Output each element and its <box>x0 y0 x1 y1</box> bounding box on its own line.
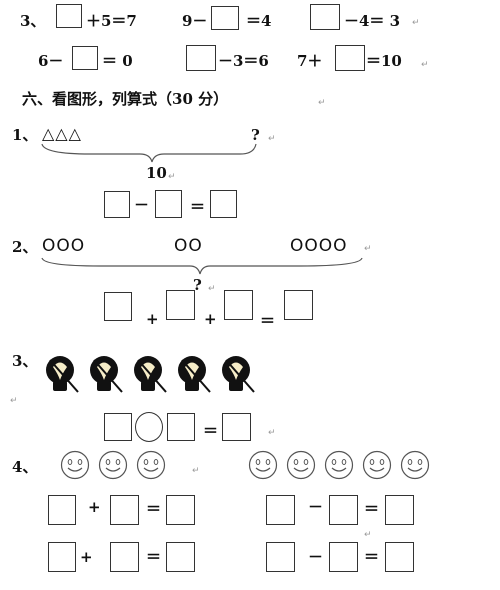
plus-sign: + <box>80 548 93 566</box>
answer-box[interactable] <box>335 45 365 71</box>
answer-box[interactable] <box>211 6 239 30</box>
answer-box[interactable] <box>222 413 251 441</box>
equation-text: 9－ <box>182 12 208 30</box>
total-label: 10 <box>146 164 167 182</box>
paragraph-mark-icon: ↵ <box>364 244 372 254</box>
smiley-icon <box>362 450 392 480</box>
answer-box[interactable] <box>329 542 358 572</box>
paragraph-mark-icon: ↵ <box>318 98 326 108</box>
equation-text: －3＝6 <box>218 52 269 70</box>
smiley-icon <box>98 450 128 480</box>
plus-sign: + <box>146 310 159 328</box>
smiley-icon <box>400 450 430 480</box>
answer-box[interactable] <box>48 542 76 572</box>
equals-sign: ＝ <box>146 500 162 518</box>
paragraph-mark-icon: ↵ <box>364 530 372 540</box>
bulb-icon <box>134 356 167 393</box>
equals-sign: ＝ <box>190 198 206 216</box>
equals-sign: ＝ <box>364 548 380 566</box>
answer-box[interactable] <box>48 495 76 525</box>
answer-box[interactable] <box>155 190 182 218</box>
equals-sign: ＝ <box>203 422 219 440</box>
total-brace <box>41 257 363 275</box>
circle-group-1: OOO <box>42 236 86 256</box>
circle-group-3: OOOO <box>290 236 348 256</box>
operator-circle[interactable] <box>135 412 163 442</box>
equation-text: 7＋ <box>297 52 323 70</box>
minus-sign: － <box>308 548 324 566</box>
smiley-icon <box>60 450 90 480</box>
equals-sign: ＝ <box>146 548 162 566</box>
answer-box[interactable] <box>56 4 82 28</box>
equation-text: 6－ <box>38 52 64 70</box>
answer-box[interactable] <box>104 413 132 441</box>
answer-box[interactable] <box>166 290 195 320</box>
answer-box[interactable] <box>210 190 237 218</box>
answer-box[interactable] <box>385 542 414 572</box>
smiley-icon <box>286 450 316 480</box>
minus-sign: － <box>308 498 324 516</box>
answer-box[interactable] <box>224 290 253 320</box>
paragraph-mark-icon: ↵ <box>421 60 429 70</box>
equation-text: ＋5＝7 <box>86 12 137 30</box>
question-number-3: 3、 <box>20 12 46 30</box>
equation-text: ＝4 <box>246 12 272 30</box>
answer-box[interactable] <box>329 495 358 525</box>
answer-box[interactable] <box>110 542 139 572</box>
answer-box[interactable] <box>166 495 195 525</box>
paragraph-mark-icon: ↵ <box>268 134 276 144</box>
question-number-4: 4、 <box>12 458 38 476</box>
paragraph-mark-icon: ↵ <box>412 18 420 28</box>
answer-box[interactable] <box>110 495 139 525</box>
answer-box[interactable] <box>284 290 313 320</box>
paragraph-mark-icon: ↵ <box>10 396 18 406</box>
section-title: 六、看图形，列算式（30 分） <box>22 90 229 108</box>
equals-sign: ＝ <box>260 312 276 330</box>
answer-box[interactable] <box>266 542 295 572</box>
plus-sign: + <box>88 498 101 516</box>
question-mark: ? <box>193 276 202 294</box>
bulb-icon <box>46 356 79 393</box>
triangle-shapes: △△△ <box>42 124 82 143</box>
paragraph-mark-icon: ↵ <box>268 428 276 438</box>
answer-box[interactable] <box>186 45 216 71</box>
answer-box[interactable] <box>266 495 295 525</box>
answer-box[interactable] <box>166 542 195 572</box>
answer-box[interactable] <box>104 292 132 321</box>
bulb-icon <box>222 356 255 393</box>
equation-text: ＝10 <box>366 52 402 70</box>
equation-text: －4＝ 3 <box>344 12 401 30</box>
smiley-icon <box>136 450 166 480</box>
plus-sign: + <box>204 310 217 328</box>
answer-box[interactable] <box>72 46 98 70</box>
answer-box[interactable] <box>385 495 414 525</box>
answer-box[interactable] <box>104 191 130 218</box>
equation-text: ＝ 0 <box>102 52 133 70</box>
total-brace <box>41 143 257 163</box>
smiley-icon <box>324 450 354 480</box>
question-number-3: 3、 <box>12 352 38 370</box>
bulb-icon <box>90 356 123 393</box>
paragraph-mark-icon: ↵ <box>208 284 216 294</box>
minus-sign: － <box>134 196 150 214</box>
question-number-1: 1、 <box>12 126 38 144</box>
question-mark: ? <box>251 126 260 144</box>
circle-group-2: OO <box>174 236 203 256</box>
question-number-2: 2、 <box>12 238 38 256</box>
answer-box[interactable] <box>310 4 340 30</box>
paragraph-mark-icon: ↵ <box>192 466 200 476</box>
paragraph-mark-icon: ↵ <box>168 172 176 182</box>
answer-box[interactable] <box>167 413 195 441</box>
bulb-icon <box>178 356 211 393</box>
smiley-icon <box>248 450 278 480</box>
equals-sign: ＝ <box>364 500 380 518</box>
